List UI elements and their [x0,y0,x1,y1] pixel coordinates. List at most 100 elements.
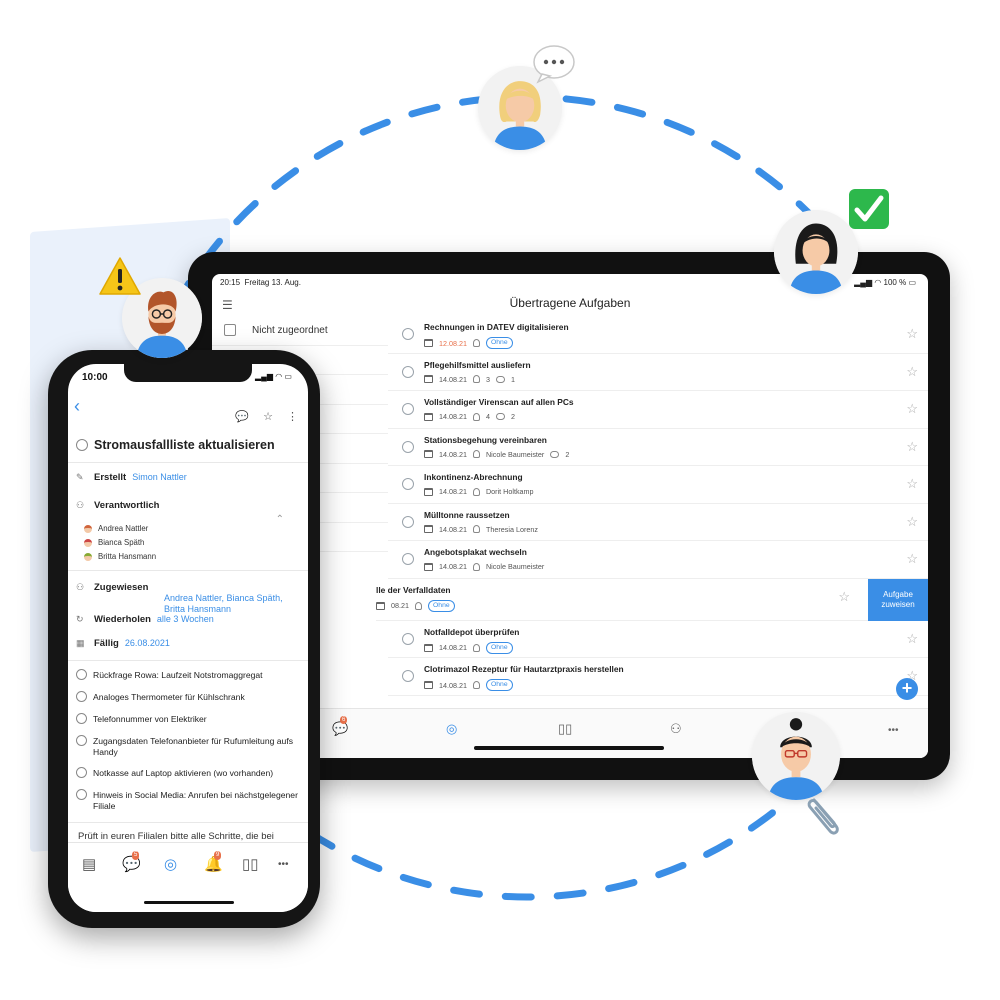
chat-badge: 5 [132,851,140,860]
subtask-item[interactable]: Rückfrage Rowa: Laufzeit Notstromaggrega… [76,669,304,681]
divider [68,570,308,571]
avatar-blonde-woman [478,66,562,150]
created-field: ✎ Erstellt Simon Nattler [76,472,187,483]
star-icon[interactable]: ☆ [906,326,918,341]
divider [68,462,308,463]
checkbox-circle-icon[interactable] [76,669,87,680]
tab-more[interactable]: ••• [888,725,899,736]
people-icon [472,375,480,383]
people-icon: ⚇ [76,582,85,592]
task-title: Vollständiger Virenscan auf allen PCs [424,397,574,407]
comment-icon [495,375,505,383]
user-circle-icon [402,440,414,453]
star-icon[interactable]: ☆ [263,411,273,423]
user-circle-icon [76,439,88,451]
home-indicator [474,746,664,750]
table-row[interactable]: Vollständiger Virenscan auf allen PCs 14.… [388,391,928,429]
star-icon[interactable]: ☆ [906,401,918,416]
tab-notifications[interactable]: 🔔 9 [204,851,223,873]
star-icon[interactable]: ☆ [906,668,918,683]
speech-bubble-icon [533,45,575,84]
subtask-label: Zugangsdaten Telefonanbieter für Rufumle… [93,736,294,757]
sidebar-item[interactable]: Nicht zugeordnet [212,316,388,346]
repeat-value[interactable]: alle 3 Wochen [156,614,214,624]
star-icon[interactable]: ☆ [838,588,850,604]
tab-tasks[interactable]: ◎ [446,721,457,737]
chat-badge: 6 [340,716,348,724]
checkbox-circle-icon[interactable] [76,713,87,724]
back-chevron-icon[interactable]: ‹ [74,396,80,416]
sidebar-item-label: Nicht zugeordnet [252,324,328,336]
tab-notes[interactable]: ▤ [82,855,96,873]
paperclip-icon [807,798,839,835]
task-date: 14.08.21 [439,374,467,384]
star-icon[interactable]: ☆ [906,363,918,379]
checkbox-circle-icon[interactable] [76,735,87,746]
calendar-icon [424,643,433,652]
star-icon[interactable]: ☆ [906,551,918,566]
checkbox-circle-icon[interactable] [76,789,87,800]
created-value[interactable]: Simon Nattler [132,472,187,482]
checkbox-circle-icon[interactable] [76,691,87,702]
tab-more[interactable]: ••• [278,859,289,870]
hamburger-menu-icon[interactable]: ☰ [222,298,233,312]
responsible-person: Britta Hansmann [84,552,156,561]
status-badge: Ohne [485,641,513,654]
people-count: 3 [485,374,490,384]
assignee-name: Dorit Holtkamp [485,487,534,496]
book-icon: ▯▯ [558,721,573,736]
phone-status-time: 10:00 [82,372,108,383]
collapse-chevron-icon[interactable]: ⌃ [275,514,284,525]
assignee-name: Nicole Baumeister [485,562,545,571]
star-icon[interactable]: ☆ [906,513,918,529]
tab-chat[interactable]: 💬 6 [332,716,348,737]
comment-icon[interactable]: 💬 [235,411,250,423]
subtask-item[interactable]: Telefonnummer von Elektriker [76,713,304,725]
repeat-icon: ↻ [76,614,84,624]
task-date: 14.08.21 [439,562,467,571]
user-circle-icon [402,553,414,565]
tab-people[interactable]: ⚇ [670,721,682,737]
task-date: 14.08.21 [439,412,467,421]
assignee-name: Theresia Lorenz [485,524,538,534]
tab-handbook[interactable]: ▯▯ [242,855,259,873]
more-vertical-icon[interactable]: ⋮ [287,411,298,423]
checkbox-circle-icon[interactable] [76,767,87,778]
avatar [84,538,92,547]
star-icon[interactable]: ☆ [906,476,918,491]
subtask-item[interactable]: Analoges Thermometer für Kühlschrank [76,691,304,703]
task-title: lle der Verfalldaten [376,584,451,595]
tab-tasks[interactable]: ◎ [164,855,177,873]
table-row[interactable]: Clotrimazol Rezeptur für Hautarztpraxis … [388,658,928,696]
subtask-item[interactable]: Notkasse auf Laptop aktivieren (wo vorha… [76,767,304,779]
responsible-field: ⚇ Verantwortlich [76,500,160,511]
subtask-item[interactable]: Hinweis in Social Media: Anrufen bei näc… [76,789,304,811]
people-icon [472,412,480,421]
assigned-value[interactable]: Andrea Nattler, Bianca Späth, Britta Han… [164,593,283,614]
due-value[interactable]: 26.08.2021 [124,638,170,648]
assign-task-button[interactable]: Aufgabe zuweisen [868,578,928,621]
tab-handbook[interactable]: ▯▯ [558,721,572,737]
subtask-label: Notkasse auf Laptop aktivieren (wo vorha… [93,768,274,778]
tab-chat[interactable]: 💬 5 [122,851,141,873]
subtask-item[interactable]: Zugangsdaten Telefonanbieter für Rufumle… [76,735,304,757]
status-badge: Ohne [485,679,513,691]
star-icon[interactable]: ☆ [906,630,918,646]
add-task-button[interactable]: + [896,678,918,700]
calendar-icon [424,487,433,496]
star-icon[interactable]: ☆ [906,438,918,454]
check-circle-icon: ◎ [446,721,458,736]
